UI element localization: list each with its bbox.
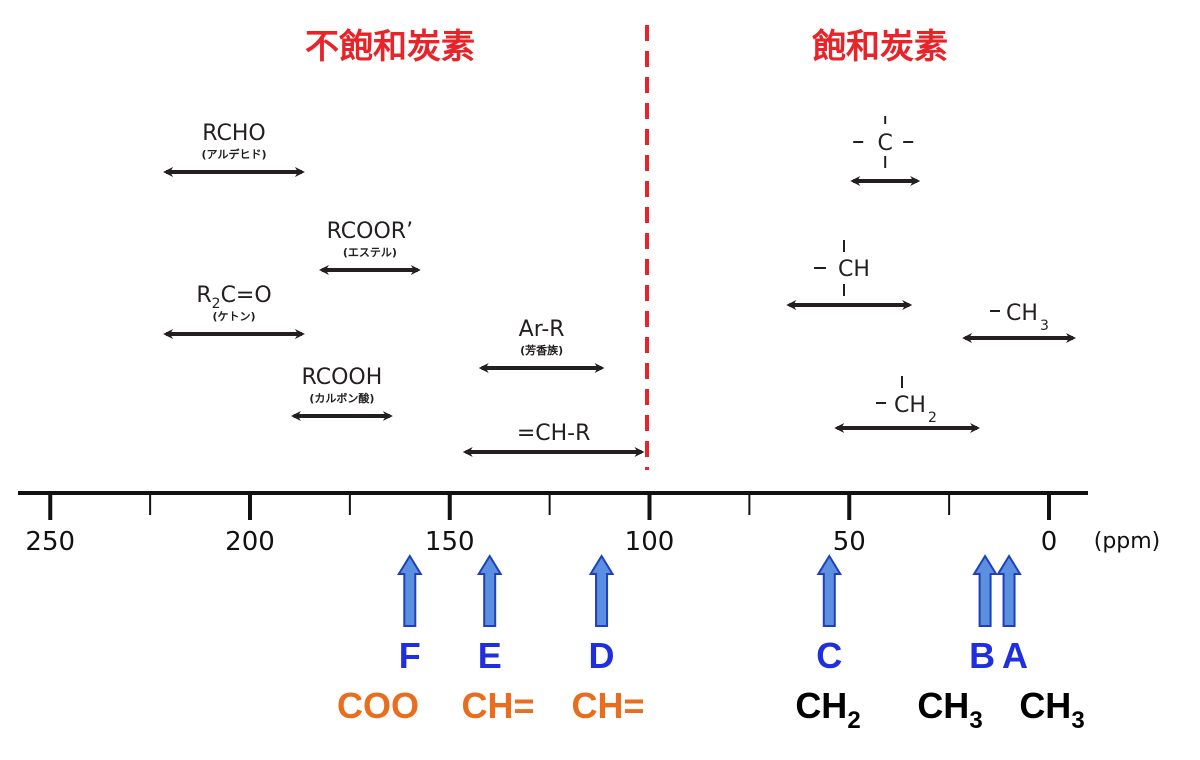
range-label: Ar-R bbox=[519, 317, 565, 342]
range-aldehyde: RCHO(アルデヒド) bbox=[163, 121, 305, 177]
fragment-text: C bbox=[878, 131, 893, 156]
peak-assignment: CH= bbox=[461, 685, 534, 726]
ppm-axis: 250 200 150 100 50 0 bbox=[18, 491, 1088, 557]
range-label: R2C=O bbox=[196, 283, 271, 312]
range-label: RCOOH bbox=[302, 365, 383, 390]
range-ketone: R2C=O(ケトン) bbox=[163, 283, 305, 339]
peak-letter: F bbox=[399, 635, 421, 676]
fragment-text: CH bbox=[838, 257, 870, 282]
fragment-text: CH bbox=[894, 393, 926, 418]
title-unsaturated-carbon: 不飽和炭素 bbox=[305, 27, 475, 67]
peak-assignment: CH3 bbox=[917, 685, 982, 734]
range-ester: RCOOR’ (エステル) bbox=[318, 219, 421, 275]
range-quaternary-c: C bbox=[850, 116, 921, 186]
fragment-text: 2 bbox=[928, 410, 937, 426]
range-sublabel: (カルボン酸) bbox=[309, 391, 374, 405]
axis-tick-label-0: 0 bbox=[1041, 527, 1058, 557]
peak-letter: B bbox=[969, 635, 995, 676]
range-label: RCHO bbox=[202, 121, 265, 146]
fragment-text: 3 bbox=[1040, 318, 1049, 334]
peak-assignment: COO bbox=[337, 685, 419, 726]
peak-assignment: CH= bbox=[571, 685, 644, 726]
range-label: =CH-R bbox=[517, 421, 591, 446]
range-sublabel: (ケトン) bbox=[212, 310, 255, 323]
peak-arrow bbox=[397, 554, 423, 627]
axis-tick-label-50: 50 bbox=[833, 527, 866, 557]
peak-arrow bbox=[476, 554, 503, 627]
peak-marker-group: F COO E CH= D CH= C CH2 B CH3 A CH3 bbox=[337, 554, 1085, 734]
peak-assignment: CH3 bbox=[1019, 685, 1084, 734]
range-carboxylic-acid: RCOOH(カルボン酸) bbox=[290, 365, 393, 421]
axis-tick-label-200: 200 bbox=[225, 527, 275, 557]
peak-arrow bbox=[972, 554, 998, 627]
axis-tick-label-250: 250 bbox=[25, 527, 75, 557]
title-saturated-carbon: 飽和炭素 bbox=[812, 27, 948, 67]
shift-range-group: RCHO(アルデヒド) RCOOR’ (エステル) R2C=O(ケトン) RCOOH(カ… bbox=[163, 116, 1076, 457]
peak-b: B CH3 bbox=[917, 554, 998, 734]
range-sublabel: (芳香族) bbox=[520, 343, 563, 357]
range-sublabel: (エステル) bbox=[343, 246, 397, 259]
peak-c: C CH2 bbox=[795, 554, 861, 734]
range-aromatic: Ar-R(芳香族) bbox=[478, 317, 605, 373]
peak-arrow bbox=[816, 554, 843, 627]
fragment-text: CH bbox=[1006, 301, 1038, 326]
peak-f: F COO bbox=[337, 554, 423, 726]
peak-d: D CH= bbox=[571, 554, 645, 726]
peak-assignment: CH2 bbox=[795, 685, 860, 734]
axis-unit-label: (ppm) bbox=[1094, 529, 1161, 554]
peak-arrow bbox=[996, 554, 1022, 627]
peak-letter: E bbox=[478, 635, 502, 676]
peak-a: A CH3 bbox=[996, 554, 1085, 734]
peak-letter: C bbox=[816, 635, 842, 676]
range-methine-ch: CH bbox=[786, 240, 913, 310]
axis-tick-label-100: 100 bbox=[625, 527, 675, 557]
axis-tick-label-150: 150 bbox=[425, 527, 475, 557]
range-sublabel: (アルデヒド) bbox=[202, 147, 267, 161]
peak-arrow bbox=[588, 554, 615, 627]
range-alkene: =CH-R bbox=[462, 421, 645, 457]
range-label: RCOOR’ bbox=[327, 219, 413, 244]
peak-e: E CH= bbox=[461, 554, 535, 726]
peak-letter: A bbox=[1002, 635, 1028, 676]
peak-letter: D bbox=[589, 635, 615, 676]
